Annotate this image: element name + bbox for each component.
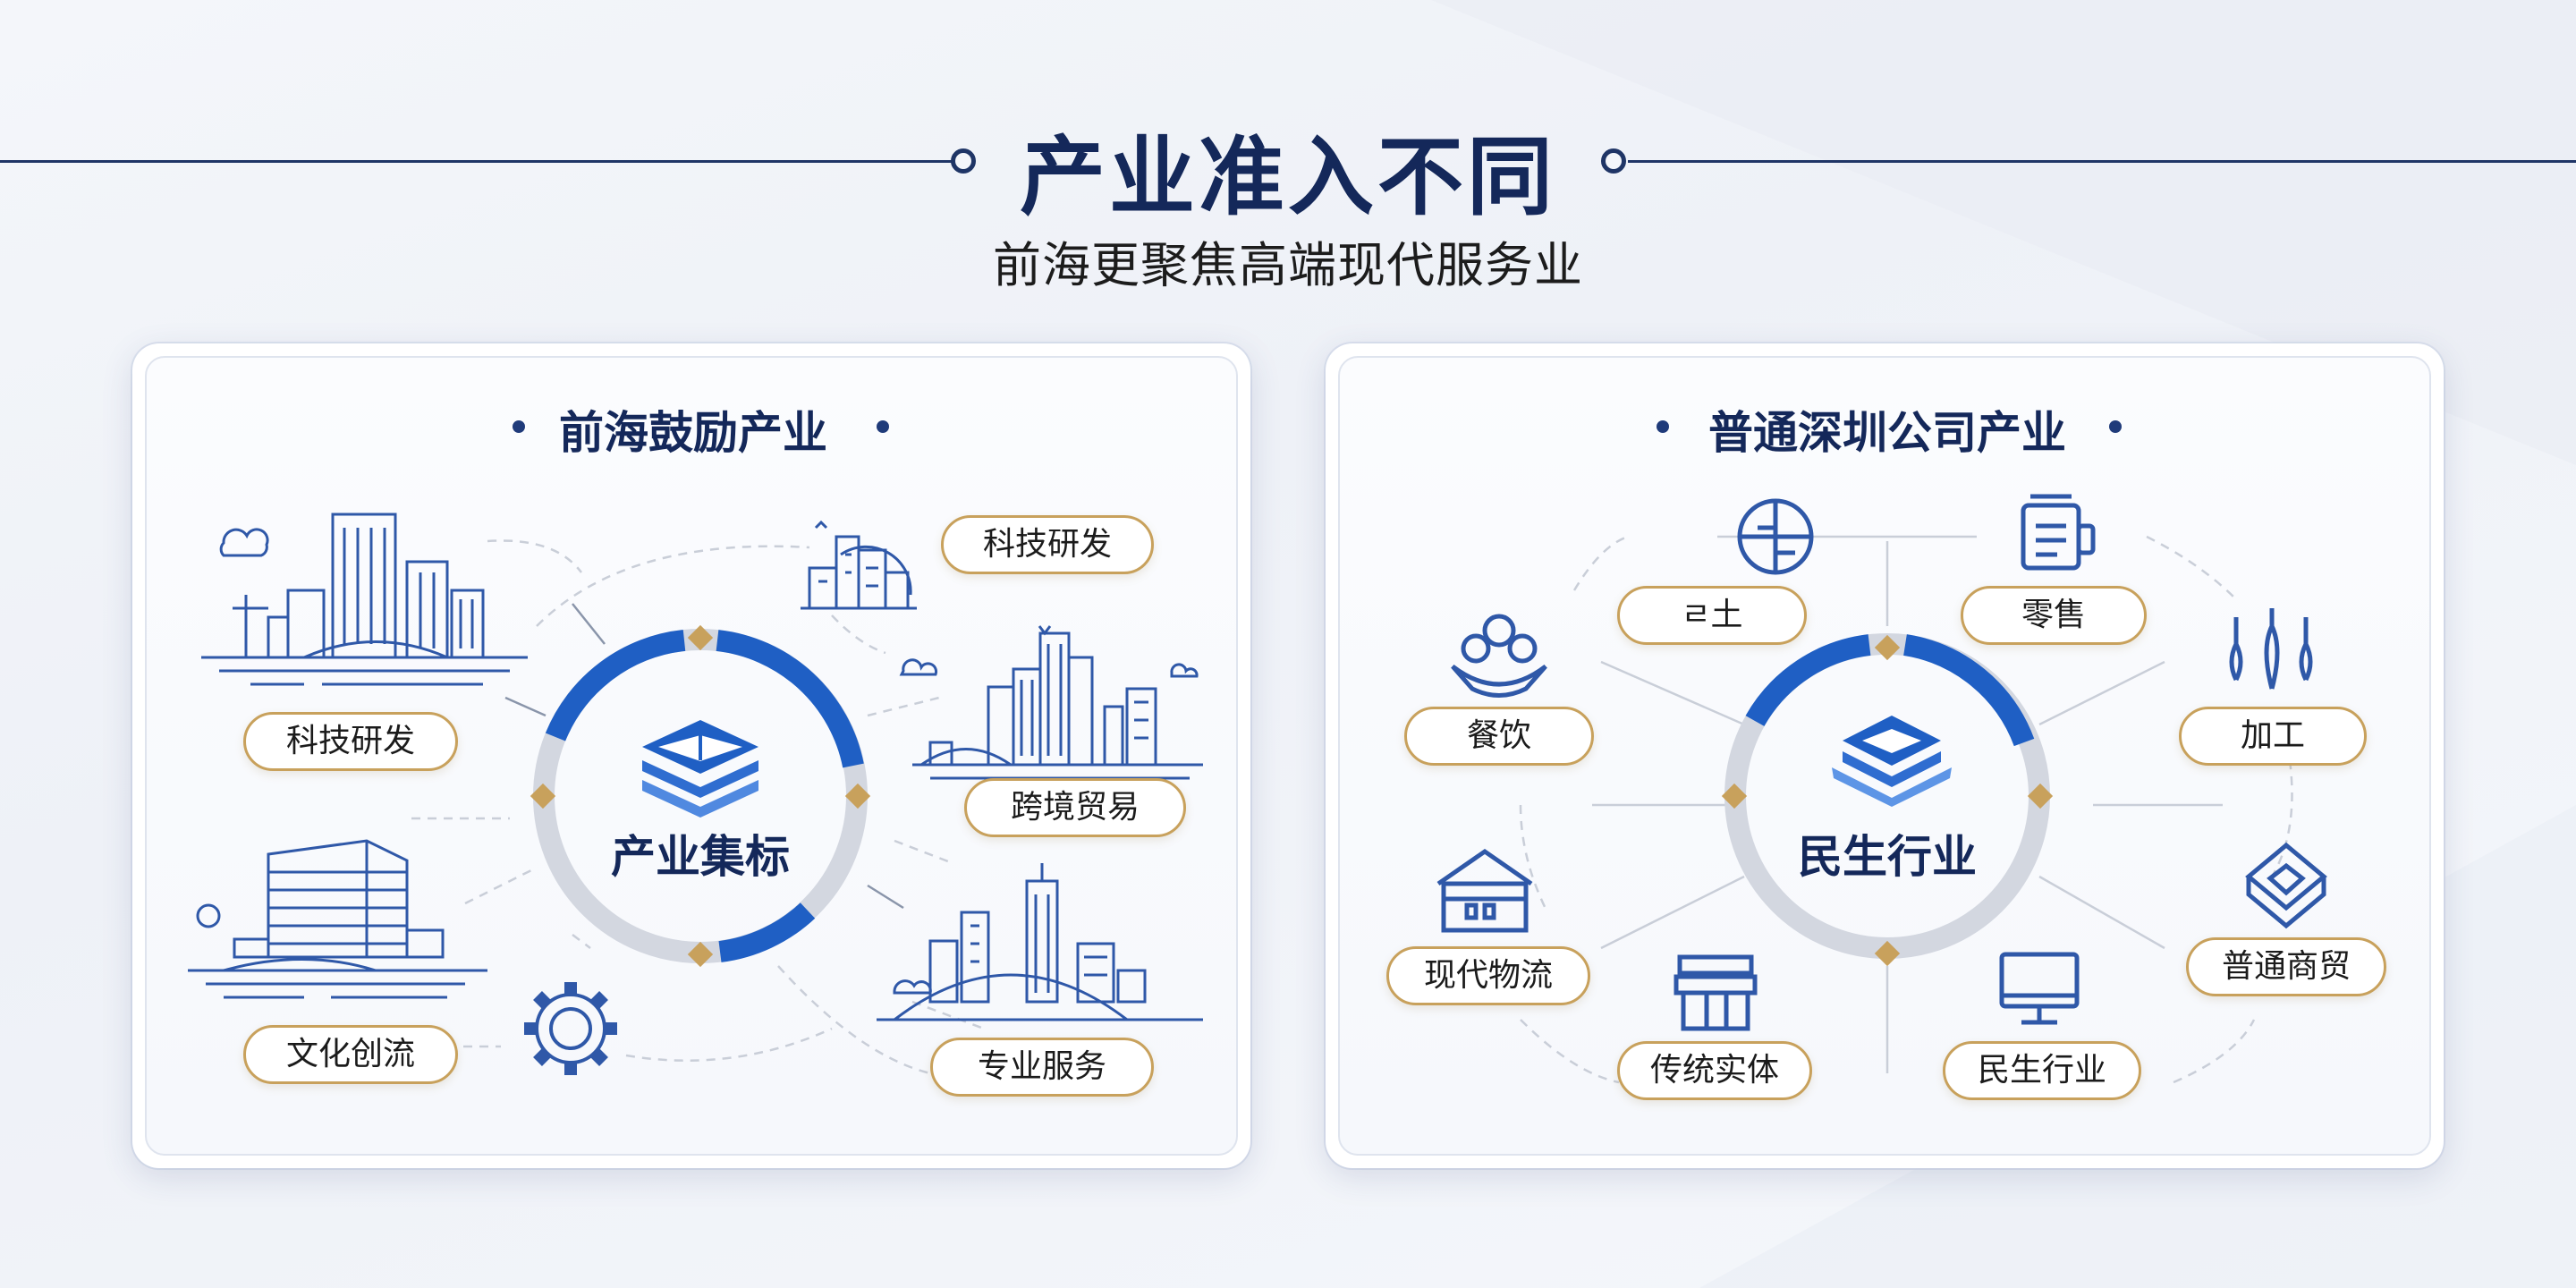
left-title-bullet-r: [877, 420, 889, 433]
left-item-cross-border-trade: 跨境贸易: [964, 778, 1186, 837]
warehouse-icon: [1436, 848, 1533, 933]
globe-icon: [1737, 498, 1814, 575]
people-icon: [1451, 614, 1547, 698]
box-icon: [2245, 842, 2327, 929]
right-item-traditional: 传统实体: [1617, 1041, 1812, 1100]
cube-stack-icon: [1832, 716, 1952, 807]
right-panel-title: 普通深圳公司产业: [1708, 407, 2066, 459]
right-item-catering: 餐饮: [1404, 707, 1594, 766]
left-title-bullet-l: [513, 420, 525, 433]
shop-icon: [1674, 954, 1758, 1031]
right-item-logistics: 现代物流: [1386, 946, 1590, 1005]
tools-icon: [2229, 608, 2313, 690]
gear-icon: [524, 982, 617, 1075]
right-item-processing: 加工: [2179, 707, 2367, 766]
city-skyline-icon: [201, 513, 528, 686]
tech-building-icon: [801, 520, 917, 610]
title-line-right: [1628, 160, 2576, 163]
right-item-trade: 普通商贸: [2186, 937, 2386, 996]
right-item-livelihood: 民生行业: [1943, 1041, 2141, 1100]
right-title-bullet-r: [2109, 420, 2122, 433]
right-item-1: ㄹ土: [1617, 586, 1807, 645]
title-dot-right: [1601, 148, 1626, 174]
page-title: 产业准入不同: [1020, 127, 1556, 227]
right-title-bullet-l: [1657, 420, 1669, 433]
left-center-label: 产业集标: [611, 831, 790, 883]
left-item-culture: 文化创流: [243, 1025, 458, 1084]
right-center-label: 民生行业: [1798, 831, 1977, 883]
title-dot-left: [951, 148, 976, 174]
left-item-tech-rd-1: 科技研发: [941, 515, 1154, 574]
left-item-tech-rd-2: 科技研发: [243, 712, 458, 771]
title-line-left: [0, 160, 953, 163]
left-item-professional-services: 专业服务: [930, 1038, 1154, 1097]
culture-building-icon: [188, 839, 487, 999]
left-panel-title: 前海鼓励产业: [559, 407, 827, 459]
service-city-icon: [877, 863, 1203, 1021]
trade-city-icon: [899, 625, 1203, 780]
right-item-retail: 零售: [1961, 586, 2147, 645]
page-subtitle: 前海更聚焦高端现代服务业: [993, 237, 1583, 293]
monitor-icon: [1999, 952, 2080, 1025]
printer-icon: [2021, 494, 2096, 571]
stack-icon: [642, 720, 758, 818]
